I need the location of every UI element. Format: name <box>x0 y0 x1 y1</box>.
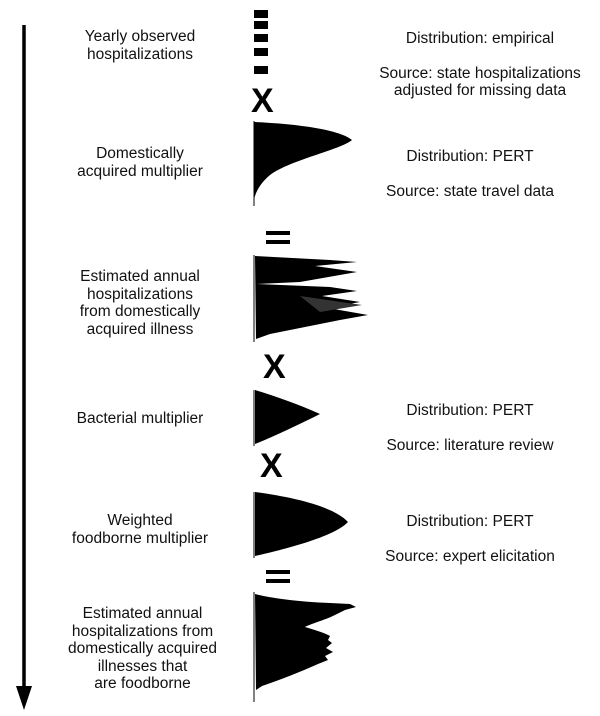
distribution-source: Source: literature review <box>386 436 554 454</box>
step-label-estimated-domestic: Estimated annual hospitalizations from d… <box>79 268 201 338</box>
step-label-observed: Yearly observed hospitalizations <box>84 28 196 63</box>
note-weighted-foodborne: Distribution: PERT Source: expert elicit… <box>350 495 590 583</box>
step-label-estimated-foodborne: Estimated annual hospitalizations from d… <box>67 605 218 692</box>
multiply-operator: X <box>260 447 283 485</box>
distribution-type: Distribution: PERT <box>406 512 534 530</box>
down-arrow-icon <box>16 686 32 710</box>
multimodal-distribution-icon <box>253 255 368 342</box>
equals-operator <box>266 570 290 583</box>
note-domestic-multiplier: Distribution: PERT Source: state travel … <box>350 130 590 218</box>
pert-distribution-icon-domestic <box>253 121 352 206</box>
note-bacterial-multiplier: Distribution: PERT Source: literature re… <box>350 384 590 472</box>
bimodal-distribution-icon <box>253 592 356 702</box>
step-label-domestic-multiplier: Domestically acquired multiplier <box>77 145 203 180</box>
distribution-type: Distribution: PERT <box>406 147 534 165</box>
distribution-type: Distribution: empirical <box>405 29 555 47</box>
distribution-type: Distribution: PERT <box>406 401 534 419</box>
distribution-source: Source: state travel data <box>385 182 554 200</box>
pert-distribution-icon-bacterial <box>253 390 320 446</box>
note-observed: Distribution: empirical Source: state ho… <box>360 12 600 117</box>
step-label-weighted-foodborne: Weighted foodborne multiplier <box>71 512 209 547</box>
distribution-source: Source: expert elicitation <box>385 547 555 565</box>
equals-operator <box>266 231 290 244</box>
step-label-bacterial-multiplier: Bacterial multiplier <box>76 410 204 427</box>
distribution-source: Source: state hospitalizations adjusted … <box>379 64 581 100</box>
empirical-distribution-icon <box>254 10 268 74</box>
pert-distribution-icon-foodborne <box>253 492 348 558</box>
multiply-operator: X <box>251 82 274 120</box>
multiply-operator: X <box>263 348 286 386</box>
